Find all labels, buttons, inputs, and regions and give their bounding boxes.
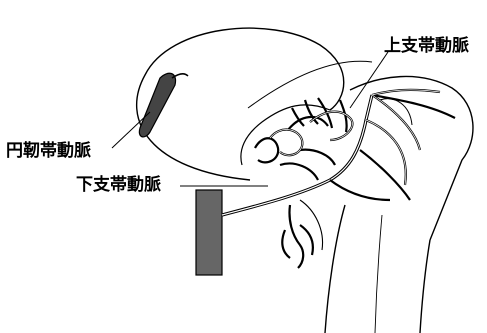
head-neck-junction — [241, 105, 330, 165]
descending-branches — [282, 205, 313, 268]
inferior-retinacular-trunk — [222, 95, 372, 215]
ligamentum-teres-artery — [139, 73, 175, 137]
ligamentum-teres-branch — [172, 74, 188, 78]
inferior-retinacular-trunk-inner — [222, 95, 372, 215]
acetabular-line — [248, 61, 372, 108]
ligamentum-teres-artery-label: 円靭帯動脈 — [6, 141, 91, 161]
femoral-shaft-medial — [325, 205, 345, 333]
shaft-cortex-line — [375, 215, 382, 333]
inferior-retinacular-artery-label: 下支帯動脈 — [76, 175, 161, 195]
femoral-shaft-lateral — [420, 240, 430, 333]
lesser-trochanter — [300, 200, 323, 250]
superior-retinacular-network — [255, 90, 455, 200]
circumflex-artery-stump — [196, 190, 222, 275]
superior-retinacular-artery-label: 上支帯動脈 — [384, 36, 469, 56]
femoral-head-outline — [137, 28, 344, 180]
greater-trochanter-outline — [350, 76, 473, 240]
